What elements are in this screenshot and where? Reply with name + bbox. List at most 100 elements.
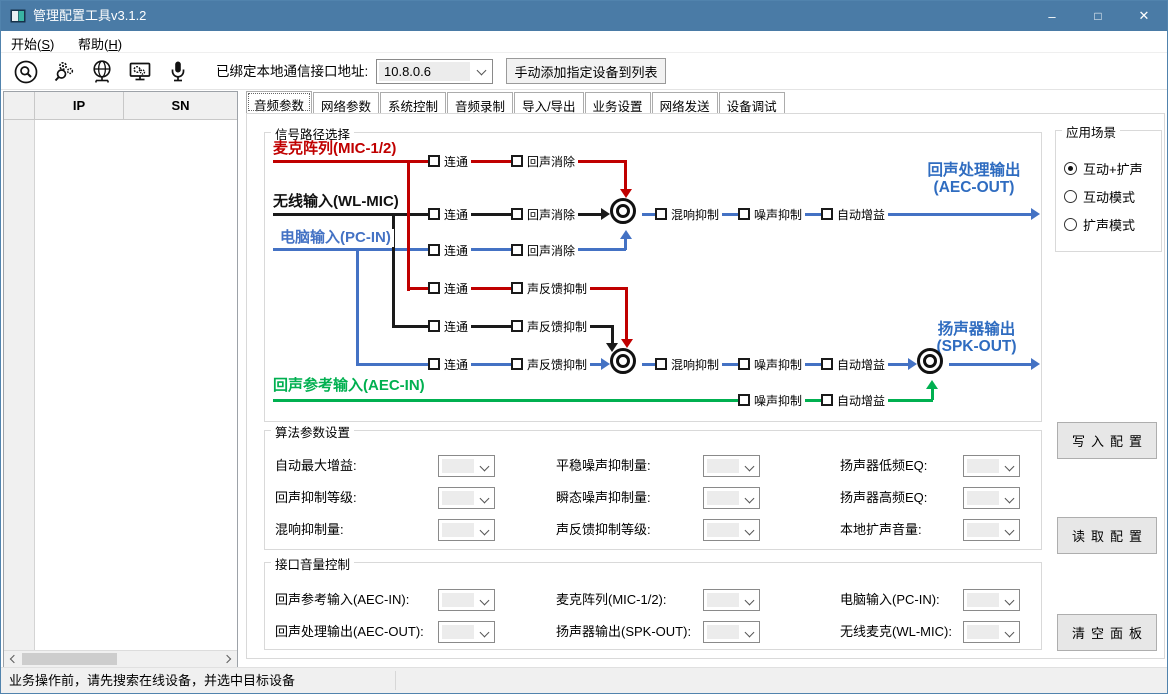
checkbox-mic-echo-cancel[interactable]: 回声消除 bbox=[511, 153, 578, 169]
checkbox-mic-feedback[interactable]: 声反馈抑制 bbox=[511, 280, 590, 296]
checkbox-box[interactable] bbox=[428, 208, 440, 220]
feedback-level-combobox[interactable] bbox=[703, 519, 760, 541]
checkbox-box[interactable] bbox=[738, 208, 750, 220]
checkbox-pc2-connect[interactable]: 连通 bbox=[428, 356, 471, 372]
aec-in-volume-combobox[interactable] bbox=[438, 589, 495, 611]
checkbox-aecout-reverb[interactable]: 混响抑制 bbox=[655, 206, 722, 222]
menu-help[interactable]: 帮助(H) bbox=[68, 31, 132, 53]
address-combobox[interactable]: 10.8.0.6 bbox=[376, 59, 493, 84]
config-search-button[interactable] bbox=[49, 57, 79, 87]
table-header-ip[interactable]: IP bbox=[35, 92, 124, 120]
spk-out-volume-combobox[interactable] bbox=[703, 621, 760, 643]
radio-pa-mode[interactable]: 扩声模式 bbox=[1064, 215, 1135, 234]
menu-start[interactable]: 开始(S) bbox=[1, 31, 64, 53]
checkbox-box[interactable] bbox=[511, 244, 523, 256]
network-button[interactable] bbox=[87, 57, 117, 87]
checkbox-box[interactable] bbox=[511, 282, 523, 294]
tab-import-export[interactable]: 导入/导出 bbox=[514, 92, 583, 113]
scroll-right-button[interactable] bbox=[220, 651, 237, 667]
table-header-sn[interactable]: SN bbox=[124, 92, 237, 120]
read-config-button[interactable]: 读取配置 bbox=[1057, 517, 1157, 554]
echo-suppress-combobox[interactable] bbox=[438, 487, 495, 509]
scrollbar-thumb[interactable] bbox=[22, 653, 117, 665]
checkbox-aecout-noise[interactable]: 噪声抑制 bbox=[738, 206, 805, 222]
add-device-button[interactable]: 手动添加指定设备到列表 bbox=[506, 58, 666, 84]
microphone-button[interactable] bbox=[163, 57, 193, 87]
checkbox-box[interactable] bbox=[428, 358, 440, 370]
aec-out-volume-combobox[interactable] bbox=[438, 621, 495, 643]
tab-device-debug[interactable]: 设备调试 bbox=[719, 92, 785, 113]
write-config-button[interactable]: 写入配置 bbox=[1057, 422, 1157, 459]
mic-volume-combobox[interactable] bbox=[703, 589, 760, 611]
horizontal-scrollbar[interactable] bbox=[4, 650, 237, 667]
wl-mic-volume-combobox[interactable] bbox=[963, 621, 1020, 643]
tab-audio-record[interactable]: 音频录制 bbox=[447, 92, 513, 113]
tab-audio-params[interactable]: 音频参数 bbox=[246, 91, 312, 113]
checkbox-box[interactable] bbox=[655, 358, 667, 370]
checkbox-box[interactable] bbox=[511, 320, 523, 332]
checkbox-label: 回声消除 bbox=[527, 242, 575, 259]
checkbox-pc-feedback[interactable]: 声反馈抑制 bbox=[511, 356, 590, 372]
clear-panel-button[interactable]: 清空面板 bbox=[1057, 614, 1157, 651]
checkbox-box[interactable] bbox=[428, 320, 440, 332]
radio-button[interactable] bbox=[1064, 162, 1077, 175]
radio-interactive-plus-pa[interactable]: 互动+扩声 bbox=[1064, 159, 1143, 178]
search-devices-button[interactable] bbox=[11, 57, 41, 87]
checkbox-box[interactable] bbox=[511, 155, 523, 167]
tab-network-params[interactable]: 网络参数 bbox=[313, 92, 379, 113]
checkbox-box[interactable] bbox=[428, 244, 440, 256]
table-corner-header[interactable] bbox=[4, 92, 35, 120]
checkbox-label: 噪声抑制 bbox=[754, 206, 802, 223]
close-button[interactable]: ✕ bbox=[1121, 1, 1167, 31]
checkbox-pc-connect[interactable]: 连通 bbox=[428, 242, 471, 258]
checkbox-aecout-agc[interactable]: 自动增益 bbox=[821, 206, 888, 222]
checkbox-box[interactable] bbox=[428, 155, 440, 167]
scroll-left-button[interactable] bbox=[4, 651, 21, 667]
checkbox-box[interactable] bbox=[738, 358, 750, 370]
checkbox-box[interactable] bbox=[821, 208, 833, 220]
tab-system-control[interactable]: 系统控制 bbox=[380, 92, 446, 113]
field-label: 扬声器低频EQ: bbox=[840, 458, 927, 474]
minimize-button[interactable]: – bbox=[1029, 1, 1075, 31]
app-icon[interactable] bbox=[10, 9, 26, 23]
checkbox-spk-noise[interactable]: 噪声抑制 bbox=[738, 356, 805, 372]
checkbox-label: 噪声抑制 bbox=[754, 356, 802, 373]
checkbox-spk-agc[interactable]: 自动增益 bbox=[821, 356, 888, 372]
checkbox-box[interactable] bbox=[511, 208, 523, 220]
window-title: 管理配置工具v3.1.2 bbox=[33, 1, 146, 31]
tab-business-settings[interactable]: 业务设置 bbox=[585, 92, 651, 113]
checkbox-box[interactable] bbox=[738, 394, 750, 406]
checkbox-mic-connect[interactable]: 连通 bbox=[428, 153, 471, 169]
radio-button[interactable] bbox=[1064, 190, 1077, 203]
checkbox-wl-echo-cancel[interactable]: 回声消除 bbox=[511, 206, 578, 222]
tab-network-send[interactable]: 网络发送 bbox=[652, 92, 718, 113]
pc-in-volume-combobox[interactable] bbox=[963, 589, 1020, 611]
checkbox-box[interactable] bbox=[428, 282, 440, 294]
checkbox-box[interactable] bbox=[511, 358, 523, 370]
local-pa-volume-combobox[interactable] bbox=[963, 519, 1020, 541]
checkbox-wl-feedback[interactable]: 声反馈抑制 bbox=[511, 318, 590, 334]
checkbox-wl2-connect[interactable]: 连通 bbox=[428, 318, 471, 334]
checkbox-box[interactable] bbox=[821, 358, 833, 370]
reverb-amount-combobox[interactable] bbox=[438, 519, 495, 541]
checkbox-aecin-agc[interactable]: 自动增益 bbox=[821, 392, 888, 408]
stationary-noise-combobox[interactable] bbox=[703, 455, 760, 477]
checkbox-aecin-noise[interactable]: 噪声抑制 bbox=[738, 392, 805, 408]
radio-button[interactable] bbox=[1064, 218, 1077, 231]
radio-interactive-mode[interactable]: 互动模式 bbox=[1064, 187, 1135, 206]
max-auto-gain-combobox[interactable] bbox=[438, 455, 495, 477]
checkbox-box[interactable] bbox=[655, 208, 667, 220]
scene-group-title: 应用场景 bbox=[1062, 122, 1120, 141]
checkbox-box[interactable] bbox=[821, 394, 833, 406]
checkbox-wl-connect[interactable]: 连通 bbox=[428, 206, 471, 222]
checkbox-spk-reverb[interactable]: 混响抑制 bbox=[655, 356, 722, 372]
spk-low-eq-combobox[interactable] bbox=[963, 455, 1020, 477]
mic-input-label: 麦克阵列(MIC-1/2) bbox=[273, 140, 399, 158]
checkbox-mic2-connect[interactable]: 连通 bbox=[428, 280, 471, 296]
spk-high-eq-combobox[interactable] bbox=[963, 487, 1020, 509]
maximize-button[interactable]: □ bbox=[1075, 1, 1121, 31]
chevron-down-icon bbox=[745, 596, 755, 606]
transient-noise-combobox[interactable] bbox=[703, 487, 760, 509]
checkbox-pc-echo-cancel[interactable]: 回声消除 bbox=[511, 242, 578, 258]
device-config-button[interactable] bbox=[125, 57, 155, 87]
